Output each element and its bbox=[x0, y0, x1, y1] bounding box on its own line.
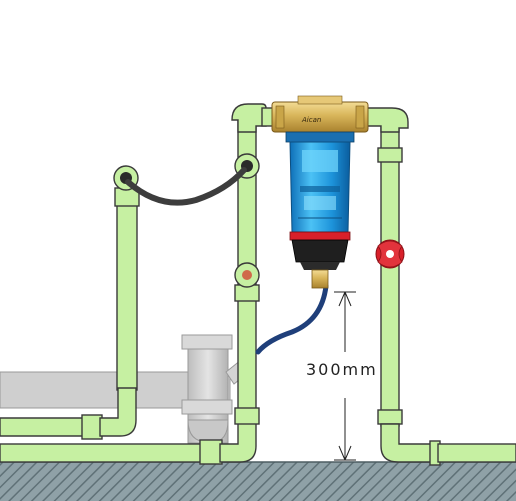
drain-pipe bbox=[0, 334, 255, 444]
flex-hose bbox=[125, 167, 247, 206]
pre-filter: Aican bbox=[271, 95, 369, 289]
main-lower-pipe bbox=[0, 443, 207, 463]
drain-hose bbox=[255, 283, 329, 355]
dimension-label: 300mm bbox=[306, 360, 378, 379]
water-pipes bbox=[0, 103, 516, 466]
left-lower-pipe bbox=[0, 417, 85, 437]
left-riser-pipe bbox=[116, 189, 138, 391]
right-vertical-pipe bbox=[380, 119, 400, 427]
dimension-indicator bbox=[334, 291, 356, 461]
hot-water-outlet bbox=[234, 262, 260, 288]
brand-label: Aican bbox=[301, 116, 321, 124]
shutoff-valve bbox=[375, 239, 405, 269]
floor bbox=[0, 462, 516, 501]
